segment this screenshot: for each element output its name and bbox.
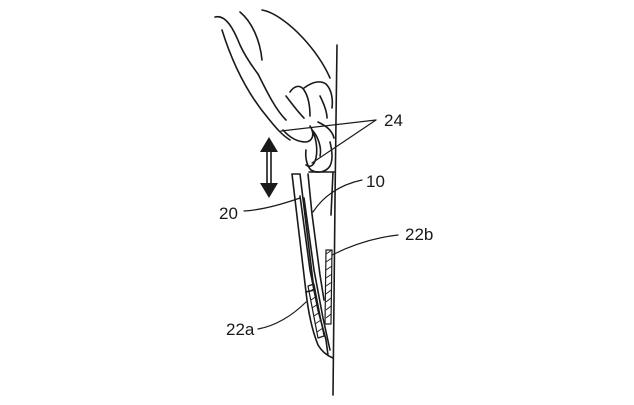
label-22a: 22a bbox=[226, 320, 255, 339]
label-24: 24 bbox=[384, 111, 403, 130]
hatched-strip-22a bbox=[307, 283, 325, 339]
double-arrow bbox=[260, 137, 278, 198]
lower-body bbox=[305, 291, 334, 359]
leader-lines bbox=[243, 119, 399, 330]
element-20 bbox=[291, 173, 331, 356]
hatched-strip-22b bbox=[324, 249, 333, 325]
label-20: 20 bbox=[219, 204, 238, 223]
label-22b: 22b bbox=[405, 225, 433, 244]
label-10: 10 bbox=[366, 172, 385, 191]
support-line bbox=[332, 44, 338, 396]
strip-10 bbox=[307, 171, 335, 301]
